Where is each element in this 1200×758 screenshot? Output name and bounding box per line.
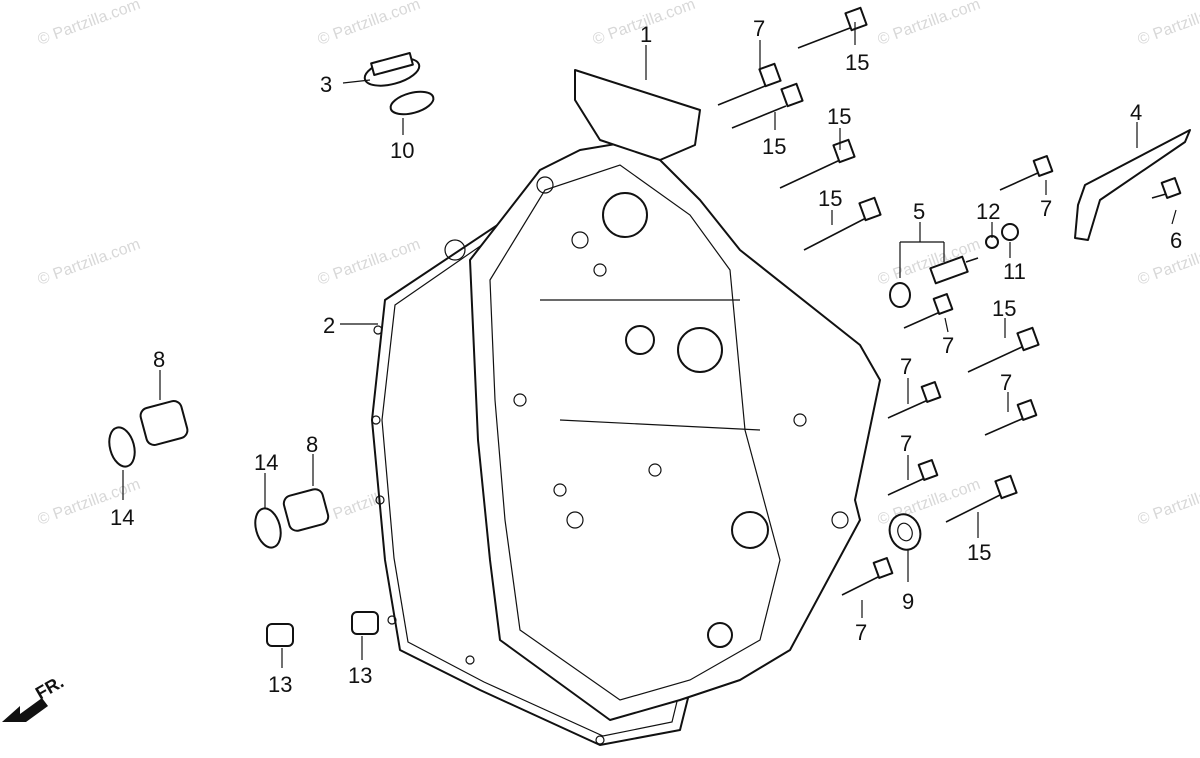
callout-1: 1 (640, 22, 652, 47)
callout-11: 11 (1003, 259, 1026, 284)
dowel-pin-part-8b (282, 488, 330, 532)
callout-10: 10 (390, 138, 414, 163)
nut-part-11 (1001, 223, 1019, 241)
bolt-part (967, 326, 1040, 373)
crankcase-cover-part (444, 69, 881, 721)
leader-lines (122, 22, 1177, 668)
front-label: FR. (32, 672, 67, 704)
callout-15: 15 (827, 104, 851, 129)
callout-15: 15 (845, 50, 869, 75)
bolt-part (779, 138, 856, 189)
callout-7: 7 (1040, 196, 1052, 221)
callout-15: 15 (992, 296, 1016, 321)
callout-15: 15 (818, 186, 842, 211)
callout-13: 13 (268, 672, 292, 697)
callout-12: 12 (976, 199, 1000, 224)
callout-2: 2 (323, 313, 335, 338)
bracket-part (1074, 129, 1191, 241)
o-ring-part-14a (108, 426, 136, 468)
watermark: © Partzilla.com (316, 236, 423, 289)
callout-15: 15 (967, 540, 991, 565)
callout-8: 8 (306, 432, 318, 457)
watermark: © Partzilla.com (1136, 236, 1200, 289)
bolt-part (984, 399, 1038, 436)
bolt-part (945, 474, 1018, 523)
callout-14: 14 (110, 505, 134, 530)
callout-4: 4 (1130, 100, 1142, 125)
o-ring-part-14b (254, 507, 282, 549)
bolt-group (717, 6, 1182, 596)
bolt-part (887, 459, 939, 496)
bolt-part (887, 381, 942, 419)
callout-8: 8 (153, 347, 165, 372)
dowel-part-13b (351, 611, 379, 635)
switch-part (889, 255, 979, 308)
callout-13: 13 (348, 663, 372, 688)
callout-7: 7 (900, 431, 912, 456)
callout-3: 3 (320, 72, 332, 97)
callout-9: 9 (902, 589, 914, 614)
watermark: © Partzilla.com (36, 236, 143, 289)
callout-labels: 1 2 3 4 5 6 7 7 7 7 7 7 7 8 8 9 10 11 12… (110, 16, 1182, 697)
dowel-pin-part-8a (139, 400, 189, 446)
oil-seal-part (888, 513, 922, 551)
bolt-part (999, 155, 1054, 191)
bolt-part-6 (1151, 177, 1182, 199)
watermark: © Partzilla.com (316, 0, 423, 49)
callout-7: 7 (855, 620, 867, 645)
callout-15: 15 (762, 134, 786, 159)
bolt-part (731, 82, 804, 129)
front-arrow-icon: FR. (2, 672, 67, 722)
callout-7: 7 (1000, 370, 1012, 395)
bolt-part (717, 62, 782, 106)
callout-6: 6 (1170, 228, 1182, 253)
watermark: © Partzilla.com (876, 0, 983, 49)
bolt-part (803, 196, 882, 251)
o-ring-part (389, 90, 435, 116)
watermark: © Partzilla.com (1136, 0, 1200, 49)
bolt-part (903, 293, 954, 329)
callout-14: 14 (254, 450, 278, 475)
watermark: © Partzilla.com (36, 0, 143, 49)
callout-7: 7 (942, 333, 954, 358)
callout-7: 7 (753, 16, 765, 41)
oil-filler-cap-part (363, 52, 421, 87)
dowel-part-13a (266, 623, 294, 647)
callout-7: 7 (900, 354, 912, 379)
bolt-part (841, 557, 894, 596)
bolt-part (797, 6, 868, 49)
callout-5: 5 (913, 199, 925, 224)
watermark: © Partzilla.com (1136, 476, 1200, 529)
